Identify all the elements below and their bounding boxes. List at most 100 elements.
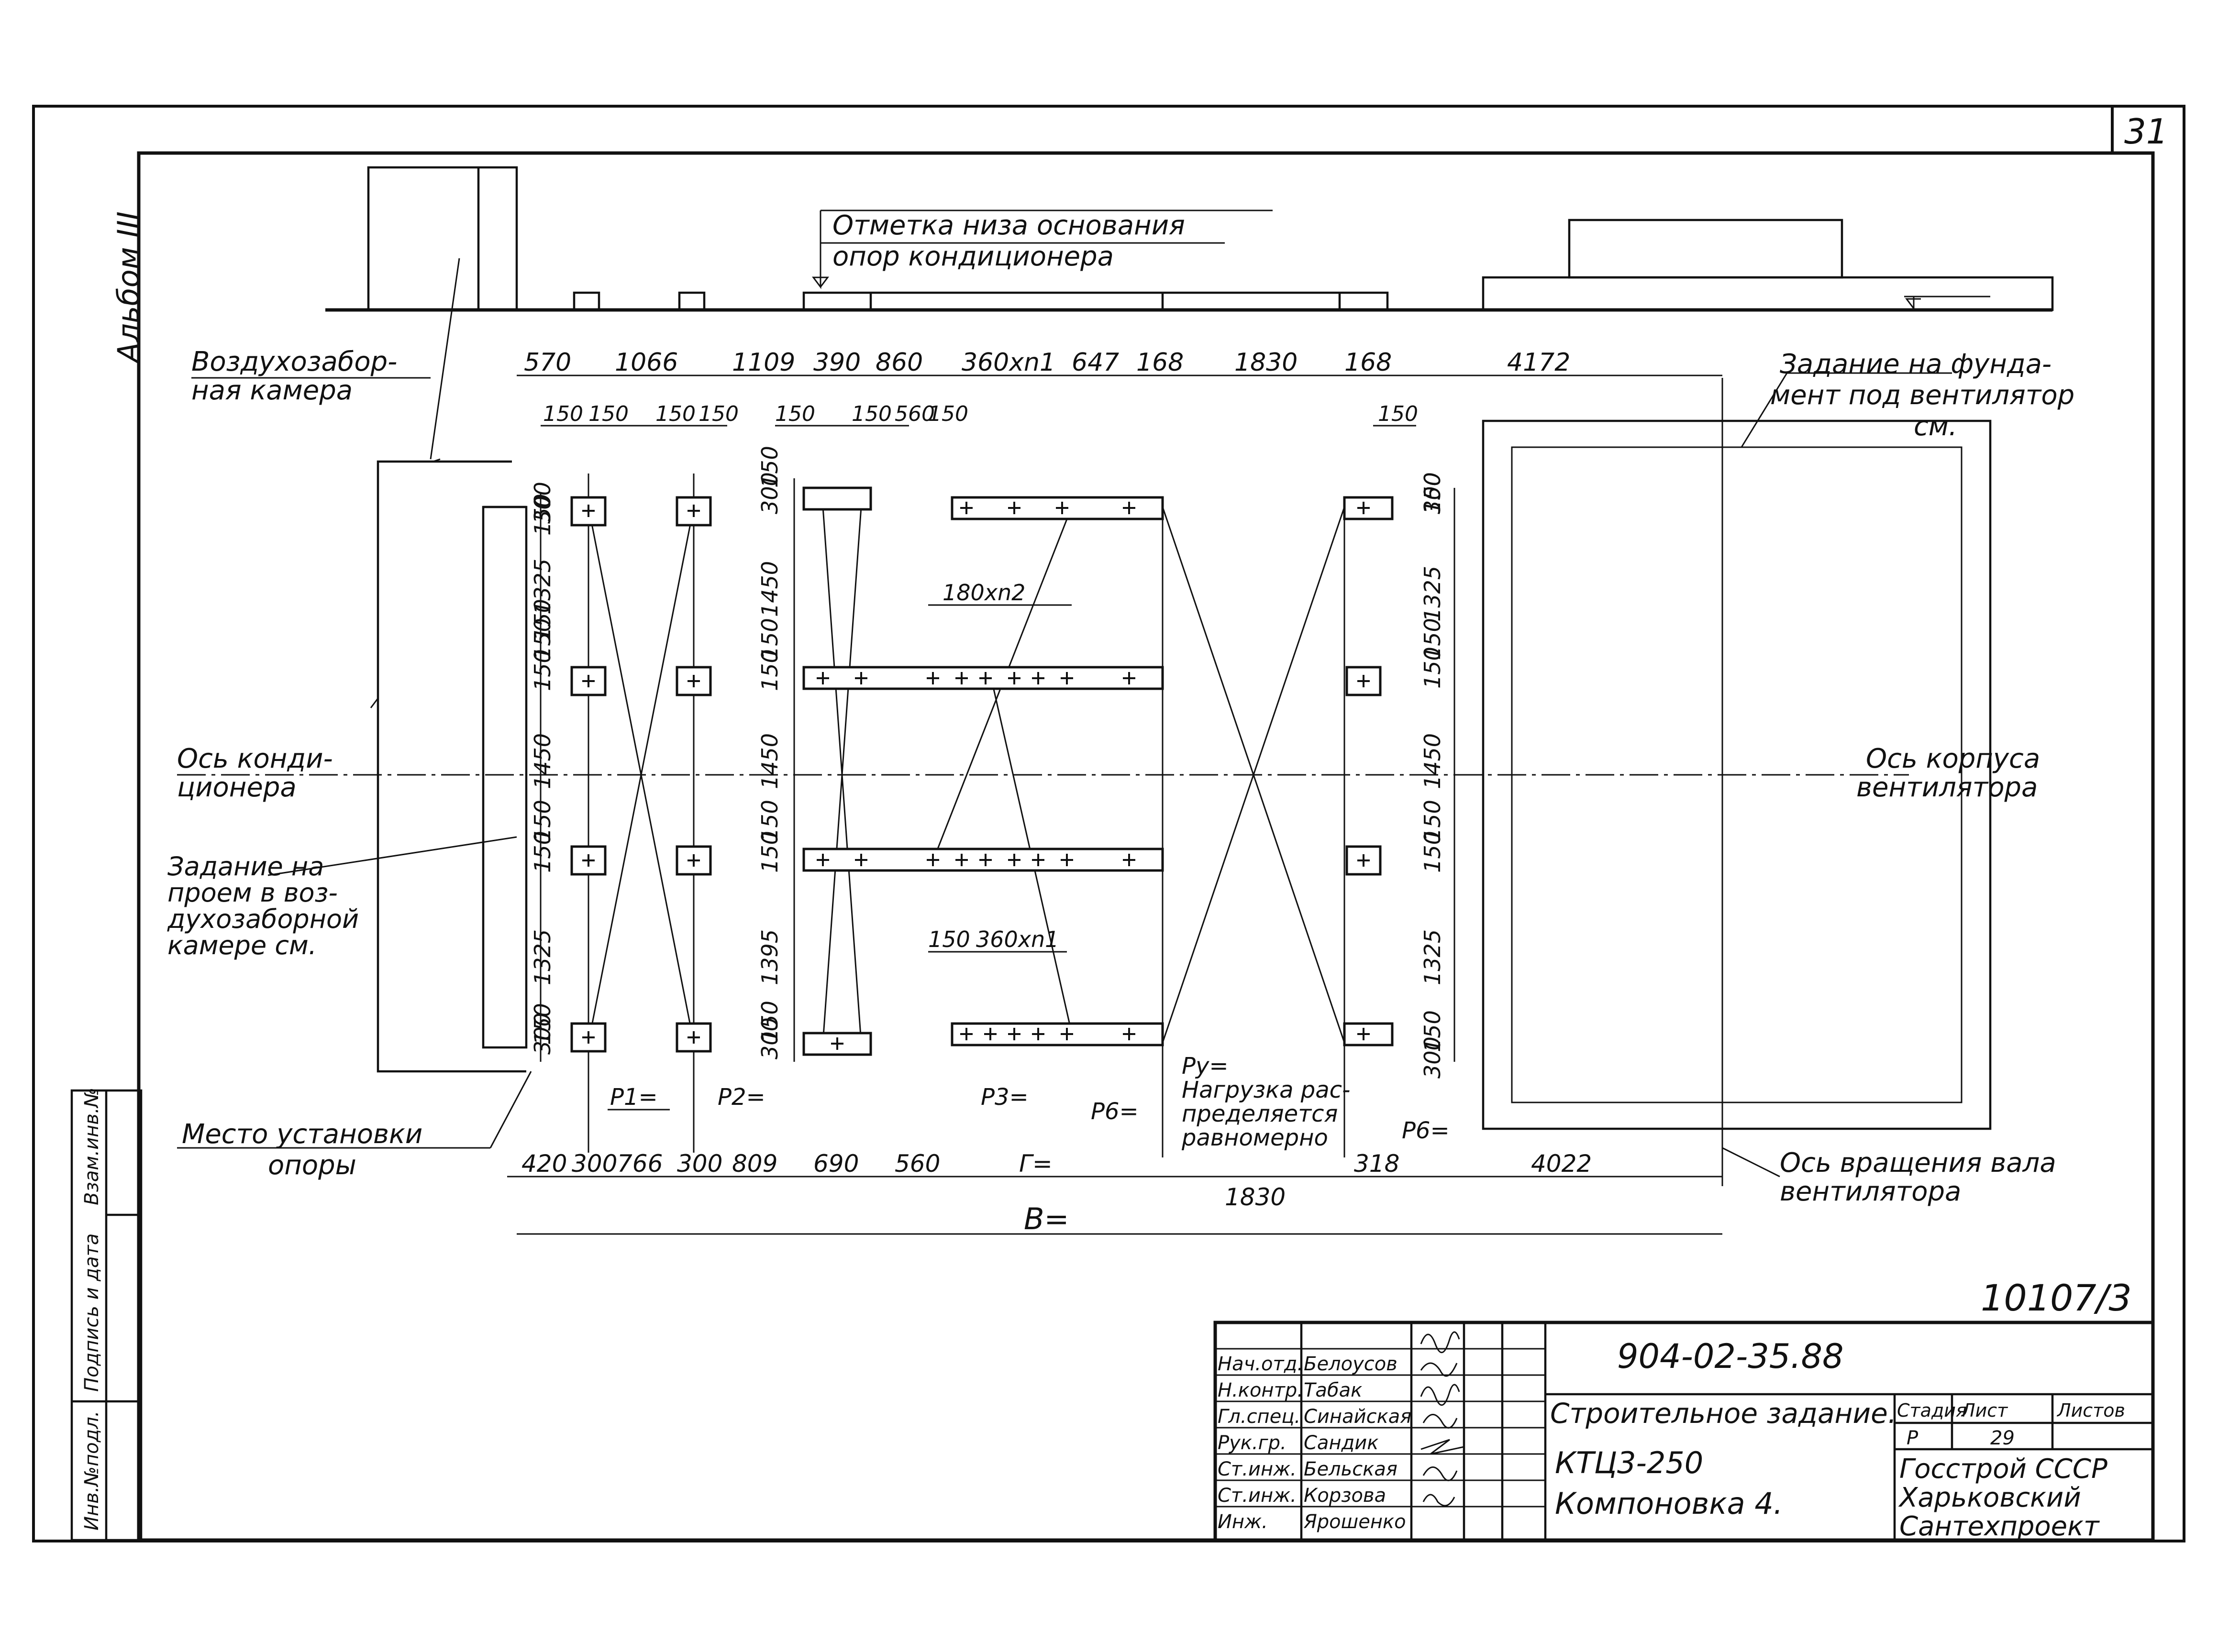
foundation-mark-label-1: Отметка низа основания	[832, 210, 1185, 241]
load-py: Рy=	[1182, 1053, 1229, 1079]
elevation-strip	[325, 166, 2054, 312]
dim-top-10: 4172	[1507, 348, 1570, 377]
dim-right-3: 150	[1420, 618, 1445, 660]
load-p2: Р2=	[718, 1084, 765, 1111]
dims-bottom-group: 420 300 766 300 809 690 560 Г= 1830 318 …	[521, 1150, 1592, 1211]
bolt-cross	[984, 1028, 997, 1040]
role-6: Инж.	[1218, 1511, 1268, 1533]
title-block-text: Нач.отд. Н.контр. Гл.спец. Рук.гр. Ст.ин…	[1218, 1353, 1411, 1533]
dim-top-5: 360хn1	[962, 348, 1055, 377]
dim-mid-0: 300	[757, 472, 783, 514]
support-place-label-2: опоры	[268, 1150, 356, 1181]
bolt-cross	[1008, 502, 1020, 514]
dim-right-1: 300	[1420, 472, 1445, 514]
air-intake-label-1: Воздухозабор-	[191, 346, 397, 377]
doc-code: 904-02-35.88	[1617, 1337, 1844, 1376]
role-3: Рук.гр.	[1218, 1432, 1286, 1454]
load-p6: Р6=	[1091, 1098, 1139, 1125]
name-2: Синайская	[1304, 1406, 1411, 1428]
role-0: Нач.отд.	[1218, 1353, 1303, 1375]
sheet-number: 31	[2124, 111, 2168, 152]
bolt-cross	[855, 854, 867, 866]
org-3: Сантехпроект	[1899, 1511, 2100, 1542]
role-2: Гл.спец.	[1218, 1406, 1300, 1428]
dim-inner-c: 360хn1	[976, 926, 1059, 952]
dim-bottom-8: 1830	[1225, 1183, 1286, 1211]
dim-sub-4: 150	[775, 402, 815, 426]
bolt-cross	[817, 854, 829, 866]
doc-title-2: КТЦ3-250	[1555, 1445, 1703, 1480]
bolt-cross	[1032, 854, 1044, 866]
dim-left-4: 1450	[530, 733, 555, 789]
bolt-cross	[1357, 502, 1370, 514]
bolt-cross	[582, 1031, 595, 1044]
support-pads	[570, 496, 1382, 1053]
load-p6b: Р6=	[1402, 1117, 1450, 1144]
ac-axis-label-1: Ось конди-	[177, 743, 333, 774]
bolt-cross	[979, 854, 992, 866]
dim-left-7: 1325	[530, 929, 555, 985]
support-place-label-1: Место установки	[182, 1119, 422, 1150]
bolt-cross	[1056, 502, 1068, 514]
bolt-cross	[979, 672, 992, 684]
dim-right-10: 300	[1420, 1036, 1445, 1079]
dim-left-9: 150	[530, 494, 555, 536]
load-desc-2: пределяется	[1182, 1101, 1338, 1127]
bolt-cross	[582, 675, 595, 687]
dim-mid-8: 300	[757, 1017, 783, 1059]
dim-left-2: 150	[530, 618, 555, 660]
opening-label-2: проем в воз-	[167, 878, 338, 908]
name-6: Ярошенко	[1303, 1511, 1406, 1533]
dim-right-8: 1325	[1420, 929, 1445, 985]
bracing	[588, 507, 1345, 1043]
bolt-cross	[1357, 854, 1370, 867]
title-block	[1213, 1321, 2155, 1542]
dim-sub-1: 150	[588, 402, 629, 426]
dim-right-7: 150	[1420, 831, 1445, 873]
doc-title-3: Компоновка 4.	[1555, 1486, 1783, 1521]
dim-right-9: 150	[1420, 1010, 1445, 1052]
dim-left-5: 150	[530, 800, 555, 842]
air-intake-label-2: ная камера	[191, 375, 353, 406]
bolt-cross	[582, 854, 595, 867]
bolt-cross	[927, 672, 939, 684]
doc-title-1: Строительное задание.	[1550, 1397, 1896, 1430]
bolt-cross	[927, 854, 939, 866]
bolt-cross	[955, 854, 968, 866]
stage-value: Р	[1907, 1427, 1919, 1449]
dim-right-4: 150	[1420, 647, 1445, 689]
opening-label-4: камере см.	[167, 930, 317, 960]
load-desc-3: равномерно	[1181, 1124, 1328, 1151]
shaft-axis-label-1: Ось вращения вала	[1780, 1147, 2056, 1178]
beams	[802, 486, 1394, 1056]
bolt-cross	[688, 675, 700, 687]
dim-mid-2: 150	[757, 618, 783, 660]
dim-left-3: 150	[530, 649, 555, 691]
bolt-cross	[817, 672, 829, 684]
stamp-vzam-inv: Взам.инв.№	[81, 1088, 103, 1205]
dim-mid-9: 150	[757, 446, 783, 488]
bolt-cross	[1357, 1028, 1370, 1040]
bolt-cross	[1061, 1028, 1073, 1040]
album-label: Альбом III	[111, 211, 146, 364]
dim-right-5: 1450	[1420, 733, 1445, 789]
bolt-cross	[688, 854, 700, 867]
dim-mid-3: 150	[757, 649, 783, 691]
role-1: Н.контр.	[1218, 1379, 1303, 1401]
bolt-cross	[1061, 854, 1073, 866]
dim-bottom-10: 4022	[1531, 1150, 1592, 1178]
inner-frame	[137, 151, 2155, 1542]
dim-bottom-9: 318	[1354, 1150, 1399, 1178]
dim-mid-5: 150	[757, 800, 783, 842]
opening-label-3: духозаборной	[167, 904, 359, 934]
bolt-cross	[1008, 854, 1020, 866]
dim-top-3: 390	[813, 348, 861, 377]
fan-foundation-label-1: Задание на фунда-	[1780, 349, 2052, 380]
bolt-cross	[960, 502, 973, 514]
dim-top-4: 860	[876, 348, 923, 377]
air-intake-chamber	[370, 458, 528, 1073]
dim-sub-7: 150	[928, 402, 968, 426]
bolts	[582, 502, 1370, 1050]
bolt-cross	[1357, 675, 1370, 687]
